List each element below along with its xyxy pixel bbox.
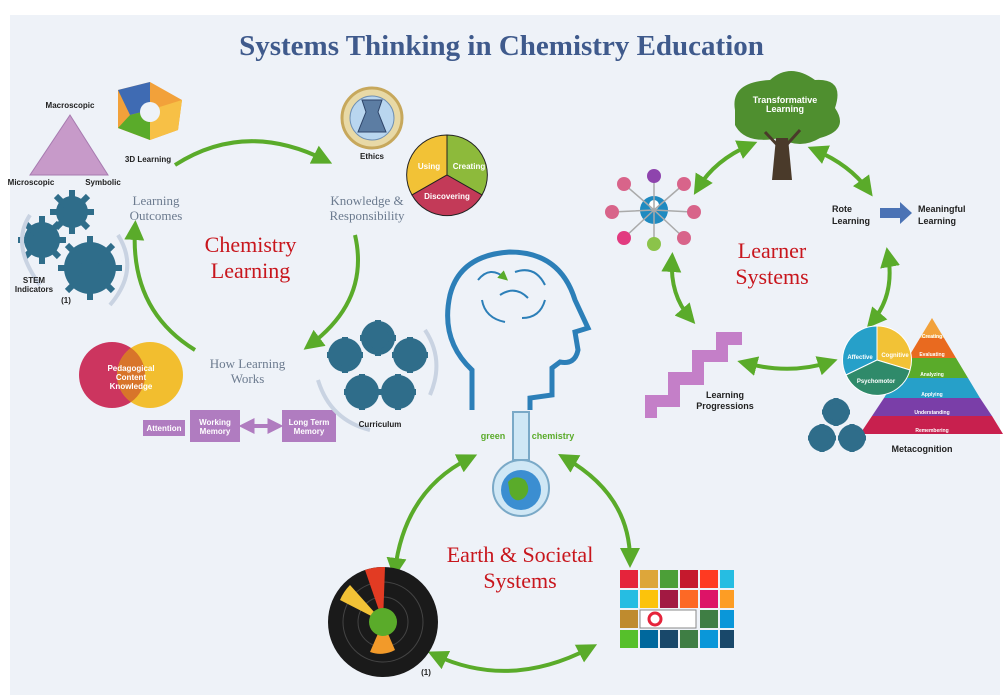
label-ref-1-earth: (1) xyxy=(421,668,431,677)
label-microscopic: Microscopic xyxy=(7,178,55,187)
ethics-emblem-icon xyxy=(340,86,404,150)
label-symbolic: Symbolic xyxy=(85,178,121,187)
label-metacognition: Metacognition xyxy=(891,444,953,454)
label-attention: Attention xyxy=(146,424,182,433)
label-working-memory: Working Memory xyxy=(199,418,231,436)
pie-using-creating-discovering xyxy=(406,134,488,217)
label-how-learning-works: How Learning Works xyxy=(209,356,286,386)
node-earth-societal-systems: Earth & Societal Systems xyxy=(446,542,594,593)
label-chemistry: chemistry xyxy=(531,431,575,441)
diagram-title: Systems Thinking in Chemistry Education xyxy=(239,30,764,62)
bloom-analyzing: Analyzing xyxy=(920,372,944,378)
head-silhouette-icon xyxy=(445,249,592,410)
bloom-understanding: Understanding xyxy=(914,410,950,416)
planetary-boundaries-chart xyxy=(328,566,438,677)
transformative-learning-tree-icon xyxy=(734,71,840,180)
label-pck: Pedagogical Content Knowledge xyxy=(107,364,155,391)
label-meaningful-learning: Meaningful Learning xyxy=(918,204,966,226)
memory-model-boxes xyxy=(143,410,336,442)
label-long-term-memory: Long Term Memory xyxy=(288,418,330,436)
triangle-macro-micro-symbolic xyxy=(29,114,109,176)
label-learning-progressions: Learning Progressions xyxy=(696,390,754,411)
pie-label-discovering: Discovering xyxy=(424,192,470,201)
rote-to-meaningful-arrow xyxy=(880,202,912,224)
domain-cognitive: Cognitive xyxy=(881,353,909,359)
learner-cycle-arrows xyxy=(661,140,900,376)
pie-label-using: Using xyxy=(417,162,441,171)
label-learning-outcomes: Learning Outcomes xyxy=(129,193,183,223)
curriculum-gears-icon xyxy=(327,320,428,410)
label-ethics: Ethics xyxy=(359,152,384,161)
node-learner-systems: Learner Systems xyxy=(735,238,809,289)
chemistry-cycle-arrows xyxy=(124,139,360,352)
stem-gears-icon xyxy=(18,190,122,300)
bloom-creating: Creating xyxy=(921,334,943,340)
bloom-remembering: Remembering xyxy=(915,428,949,434)
domain-affective: Affective xyxy=(847,355,873,361)
label-green: green xyxy=(480,431,506,441)
label-knowledge-responsibility: Knowledge & Responsibility xyxy=(329,193,405,223)
green-chemistry-flask-icon xyxy=(492,411,550,517)
learning-progressions-stairs-icon xyxy=(645,332,742,418)
pck-venn-diagram xyxy=(79,342,183,408)
label-macroscopic: Macroscopic xyxy=(45,101,95,110)
label-transformative-learning: Transformative Learning xyxy=(752,95,818,114)
label-3d-learning: 3D Learning xyxy=(124,155,172,164)
sdg-goals-grid xyxy=(620,570,734,648)
label-ref-1-stem: (1) xyxy=(61,296,71,305)
learning-domains-pie xyxy=(842,325,912,396)
learner-network-icon xyxy=(605,169,701,251)
label-rote-learning: Rote Learning xyxy=(832,204,871,226)
three-d-learning-icon xyxy=(118,82,182,140)
bloom-pyramid xyxy=(860,318,1003,434)
domain-psychomotor: Psychomotor xyxy=(856,379,896,385)
node-chemistry-learning: Chemistry Learning xyxy=(204,232,297,283)
metacognition-gears-icon xyxy=(808,398,866,452)
earth-cycle-arrows xyxy=(386,454,640,673)
bloom-applying: Applying xyxy=(921,392,943,398)
thinking-cycle-arrows-icon xyxy=(477,269,546,323)
bloom-evaluating: Evaluating xyxy=(919,352,945,358)
label-curriculum: Curriculum xyxy=(358,420,402,429)
pie-label-creating: Creating xyxy=(452,162,486,171)
label-stem-indicators: STEM Indicators xyxy=(14,276,54,294)
